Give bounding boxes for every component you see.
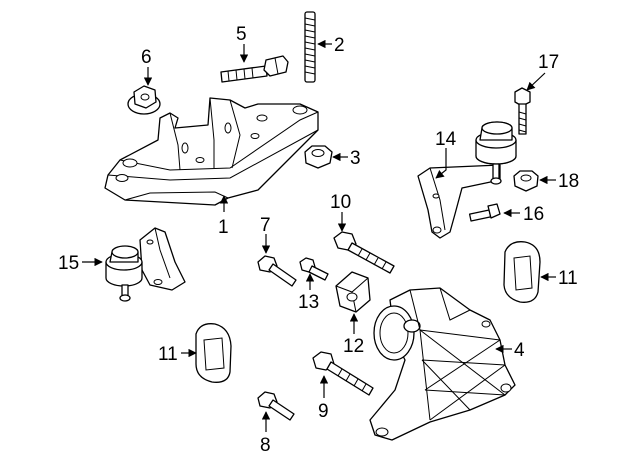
mount-bracket-right	[417, 121, 517, 239]
bolt	[299, 257, 329, 281]
bolt	[312, 351, 374, 396]
bolt	[220, 55, 289, 83]
callout-18: 18	[558, 171, 579, 192]
callout-7: 7	[260, 215, 271, 236]
callout-11-left: 11	[158, 344, 178, 365]
bolt	[468, 203, 501, 222]
callout-15: 15	[58, 253, 79, 274]
callout-17: 17	[538, 52, 559, 73]
transmission-mount	[369, 287, 516, 441]
callout-10: 10	[330, 192, 351, 213]
callout-8: 8	[260, 435, 271, 456]
insulator-pad	[503, 241, 541, 303]
bolt	[514, 87, 531, 135]
callout-5: 5	[236, 24, 247, 45]
bolt	[257, 391, 295, 421]
nut	[513, 170, 539, 192]
callout-9: 9	[318, 401, 329, 422]
bolt	[333, 231, 395, 274]
crossmember	[104, 97, 319, 206]
bushing	[335, 271, 371, 313]
mount-bracket-left	[105, 227, 186, 302]
callout-11-right: 11	[558, 268, 578, 289]
callout-3: 3	[350, 148, 361, 169]
callouts: 1 2 3 4 5 6 7 8 9 10 11 11 12 13 14 15 1…	[58, 24, 579, 456]
callout-4: 4	[514, 340, 525, 361]
callout-1: 1	[218, 217, 229, 238]
callout-12: 12	[343, 336, 364, 357]
callout-13: 13	[298, 292, 319, 313]
bolt	[257, 255, 297, 287]
callout-2: 2	[334, 35, 345, 56]
callout-16: 16	[523, 204, 544, 225]
nut	[304, 145, 333, 169]
flange-nut	[127, 85, 161, 115]
leader-lines	[82, 39, 556, 432]
callout-6: 6	[141, 47, 152, 68]
stud	[304, 11, 316, 83]
insulator-pad	[195, 323, 232, 383]
callout-14: 14	[435, 129, 457, 150]
